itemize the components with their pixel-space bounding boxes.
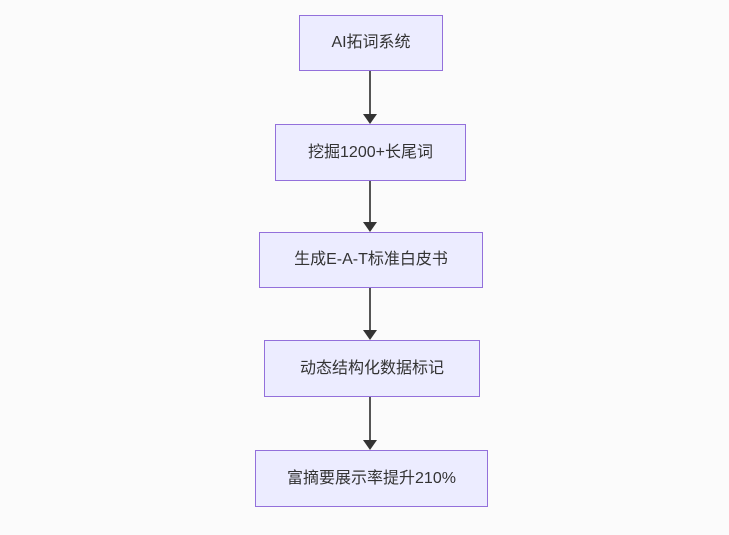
flow-node-ai-keyword-system: AI拓词系统 [299,15,443,71]
edge-line [369,71,371,115]
edge-line [369,397,371,441]
flow-edge-b-c [363,181,377,232]
flow-node-label: 挖掘1200+长尾词 [308,143,433,161]
flow-node-label: 生成E-A-T标准白皮书 [294,251,448,269]
flow-edge-a-b [363,71,377,124]
arrowhead-down-icon [363,222,377,232]
edge-line [369,288,371,331]
flow-node-label: 动态结构化数据标记 [299,359,444,377]
edge-line [369,181,371,223]
flow-node-eat-whitepaper: 生成E-A-T标准白皮书 [259,232,483,288]
flow-edge-c-d [363,288,377,340]
arrowhead-down-icon [363,114,377,124]
arrowhead-down-icon [363,440,377,450]
arrowhead-down-icon [363,330,377,340]
flow-node-longtail-keywords: 挖掘1200+长尾词 [275,124,466,181]
flow-edge-d-e [363,397,377,450]
flow-node-rich-snippet-result: 富摘要展示率提升210% [255,450,488,507]
flow-node-structured-data-markup: 动态结构化数据标记 [264,340,480,397]
flow-node-label: 富摘要展示率提升210% [287,469,456,487]
flow-node-label: AI拓词系统 [331,34,411,52]
